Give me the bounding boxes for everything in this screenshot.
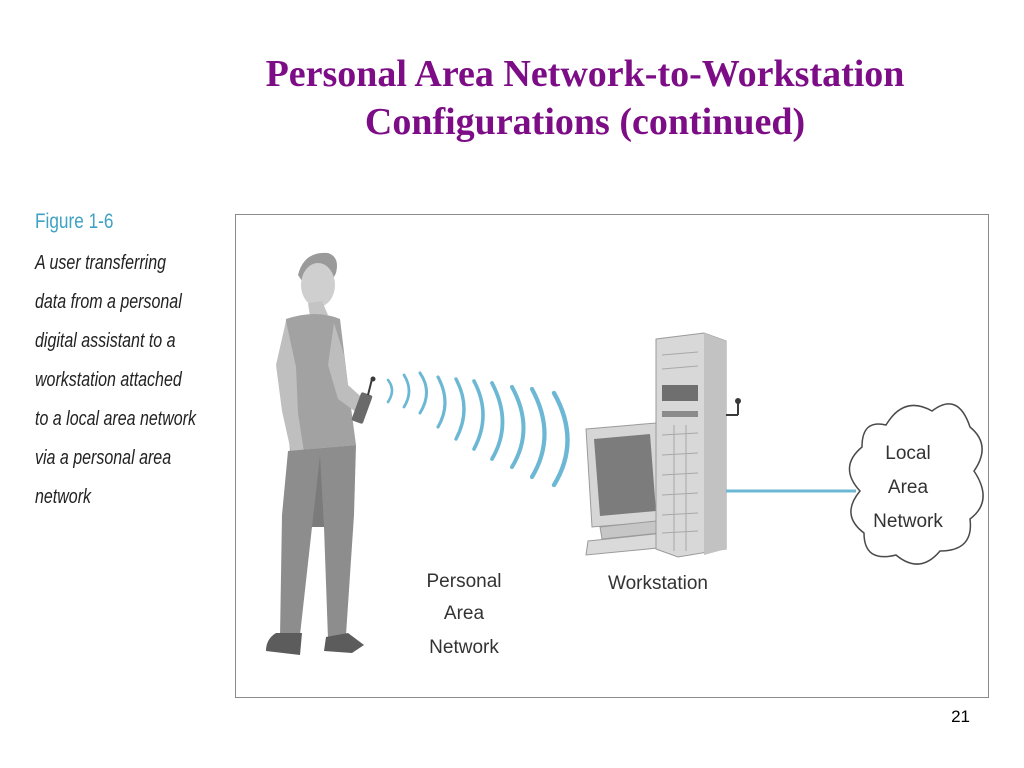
page-number: 21: [951, 707, 970, 726]
slide-title-line-2: Configurations (continued): [364, 101, 806, 143]
figure-caption: Figure 1-6 A user transferring data from…: [35, 208, 225, 517]
pda-device: [351, 376, 376, 424]
figure-label: Figure 1-6: [35, 210, 114, 233]
lan-label-line-3: Network: [873, 511, 943, 532]
slide-title: Personal Area Network-to-Workstation Con…: [160, 50, 1010, 146]
caption-line: data from a personal: [35, 291, 182, 313]
workstation-computer: [585, 332, 741, 558]
caption-line: workstation attached: [35, 369, 182, 391]
wireless-signal-waves: [386, 371, 570, 488]
pan-label-line-2: Area: [444, 603, 485, 624]
person-illustration: [266, 252, 368, 655]
figure-frame: Personal Area Network Workstation Local …: [235, 214, 989, 698]
caption-line: via a personal area: [35, 447, 172, 469]
caption-line: to a local area network: [35, 408, 196, 430]
lan-label-line-2: Area: [888, 477, 929, 498]
figure-description: A user transferring data from a personal…: [35, 244, 225, 517]
pan-label-line-1: Personal: [427, 571, 502, 592]
workstation-label: Workstation: [608, 573, 708, 594]
caption-line: digital assistant to a: [35, 330, 176, 352]
lan-label-line-1: Local: [885, 443, 930, 464]
network-diagram: Personal Area Network Workstation Local …: [266, 252, 984, 658]
caption-line: network: [35, 486, 92, 508]
lan-cloud: [848, 403, 984, 565]
slide-title-line-1: Personal Area Network-to-Workstation: [265, 53, 905, 95]
pan-label-line-3: Network: [429, 637, 499, 658]
caption-line: A user transferring: [35, 252, 167, 274]
